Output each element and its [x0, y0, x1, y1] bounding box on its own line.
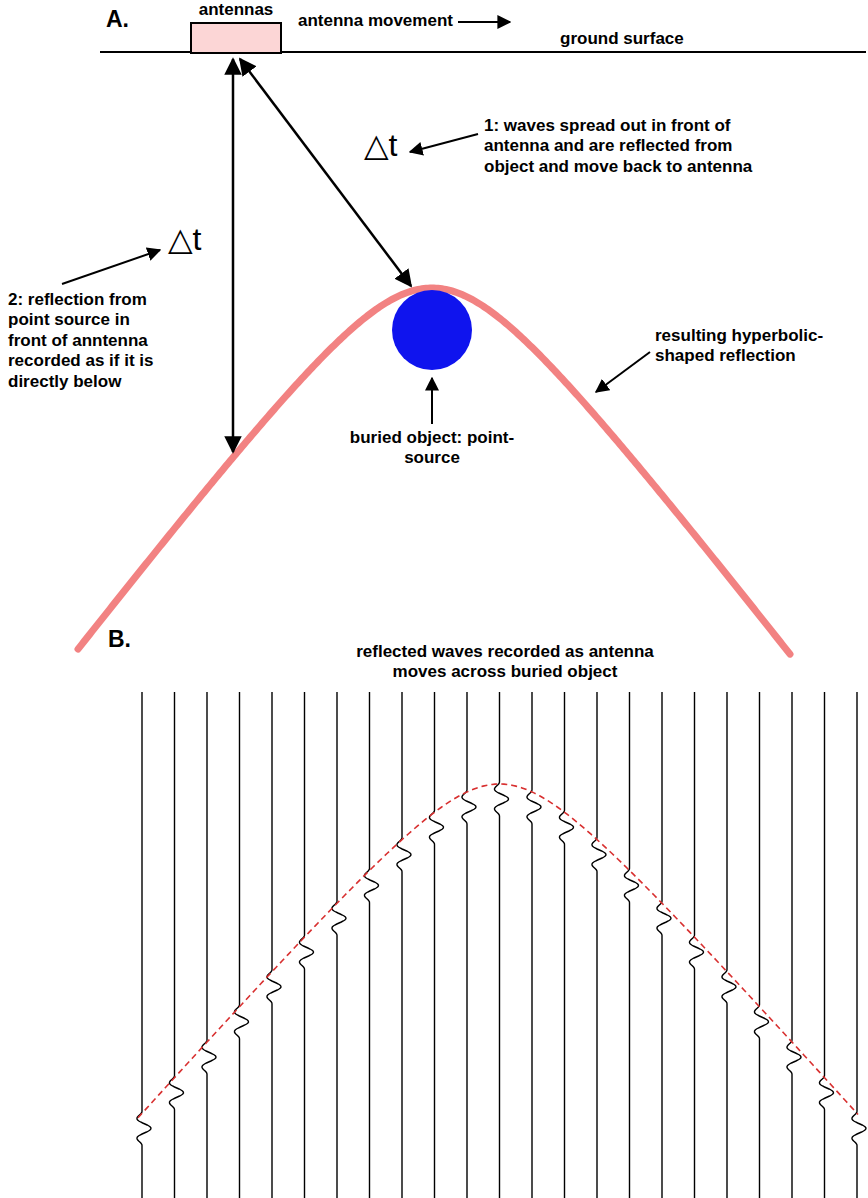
wave-trace	[202, 692, 216, 1198]
leader-arrow	[410, 134, 478, 152]
time-symbol: △t	[364, 126, 398, 164]
leader-arrow	[596, 352, 650, 392]
wave-trace	[462, 692, 476, 1198]
hyperbola-trend-line	[138, 784, 858, 1118]
wave-trace	[397, 692, 411, 1198]
leader-arrow	[431, 378, 433, 424]
wave-trace	[494, 692, 508, 1198]
wave-trace	[429, 692, 443, 1198]
object-label: buried object: point-source	[347, 428, 517, 469]
wave-trace	[624, 692, 638, 1198]
trace-layer	[137, 692, 866, 1198]
panel-letter: B.	[108, 626, 131, 654]
wave-trace	[592, 692, 606, 1198]
wave-trace	[234, 692, 248, 1198]
wave-trace	[657, 692, 671, 1198]
wave-trace	[852, 692, 866, 1198]
wave-trace	[754, 692, 768, 1198]
wave-trace	[364, 692, 378, 1198]
wave-trace	[787, 692, 801, 1198]
curve-label: resulting hyperbolic-shaped reflection	[655, 326, 855, 367]
time-symbol: △t	[168, 220, 202, 258]
surface-label: ground surface	[560, 29, 684, 49]
wave-trace	[559, 692, 573, 1198]
wave-trace	[267, 692, 281, 1198]
travel-time-arrow	[240, 59, 411, 286]
motion-label: antenna movement	[298, 11, 453, 31]
buried-object	[392, 290, 472, 370]
explanation-note: 2: reflection from point source in front…	[8, 290, 158, 392]
traces-heading: reflected waves recorded as antenna move…	[340, 642, 670, 683]
antenna-label: antennas	[183, 0, 289, 20]
wave-trace	[332, 692, 346, 1198]
travel-time-arrow	[232, 59, 235, 452]
wave-trace	[527, 692, 541, 1198]
leader-arrow	[62, 250, 160, 284]
antenna-box: antennas	[183, 0, 289, 54]
panel-letter: A.	[106, 6, 129, 34]
movement-arrow	[458, 21, 510, 23]
wave-trace	[299, 692, 313, 1198]
wave-trace	[819, 692, 833, 1198]
wave-trace	[722, 692, 736, 1198]
wave-trace	[169, 692, 183, 1198]
wave-trace	[137, 692, 151, 1198]
antenna-shape	[190, 22, 282, 54]
explanation-note: 1: waves spread out in front of antenna …	[484, 116, 759, 177]
